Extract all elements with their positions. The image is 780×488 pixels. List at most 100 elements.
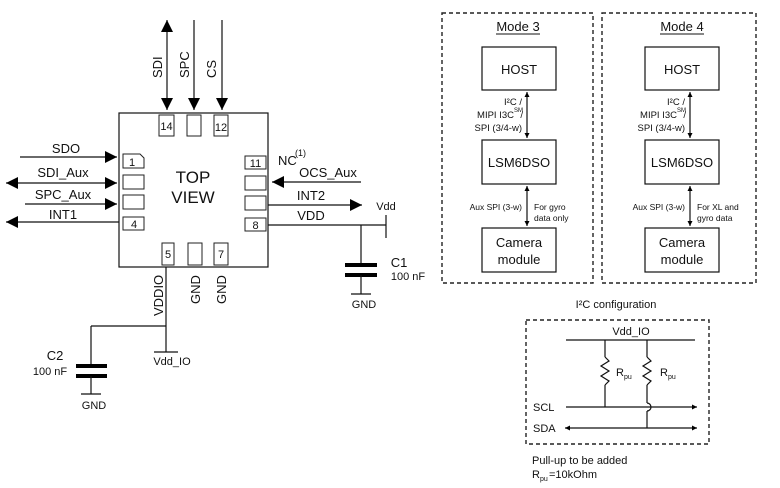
mode-4-frame [601, 12, 757, 284]
mode-3-bus-line1: I²C / [504, 97, 522, 108]
pin-14-number: 14 [160, 121, 172, 133]
pin-5-number: 5 [165, 249, 171, 261]
label-c2-gnd: GND [82, 400, 107, 412]
chip-body [118, 112, 269, 268]
mode-4-host-label: HOST [664, 62, 700, 77]
mode-4-bus-line1: I²C / [667, 97, 685, 108]
label-c1-gnd: GND [352, 299, 377, 311]
mode-3-panel: Mode 3 HOST I²C / MIPI I3C SM / SPI (3/4… [441, 12, 594, 284]
mode-4-bus-line3: SPI (3/4-w) [637, 123, 685, 134]
label-int2: INT2 [297, 188, 325, 203]
pin-14 [158, 114, 175, 137]
pin-2 [122, 174, 145, 190]
pin-10 [244, 175, 267, 191]
pin-4 [122, 216, 145, 231]
sda-label: SDA [533, 423, 556, 435]
chip-label-top: TOP [176, 168, 211, 187]
mode-4-title: Mode 4 [660, 19, 703, 34]
r2-resistor [641, 356, 653, 386]
i2c-note-line1: Pull-up to be added [532, 455, 627, 467]
pin-5 [161, 242, 175, 266]
r2-label-main: R [660, 367, 668, 379]
pinout-diagram: SDI SPC CS TOP VIEW 14 12 1 4 11 8 5 7 [6, 20, 425, 412]
pin-11 [244, 155, 267, 170]
pin-4-number: 4 [131, 219, 137, 231]
mode-3-bus-line2: MIPI I3C [477, 110, 514, 121]
mode-3-bus-line3: SPI (3/4-w) [474, 123, 522, 134]
mode-4-device-label: LSM6DSO [651, 155, 713, 170]
label-c2-value: 100 nF [33, 366, 68, 378]
mode-3-camera-box [481, 227, 557, 273]
i2c-note-line2-main: R [532, 469, 540, 481]
mode-4-bus-line2-text: MIPI I3C [640, 110, 677, 121]
mode-3-camera-line1: Camera [496, 235, 543, 250]
label-int1: INT1 [49, 207, 77, 222]
pin-7-number: 7 [218, 249, 224, 261]
pin-13 [186, 114, 202, 137]
mode-3-bus-line2-text: MIPI I3C [477, 110, 514, 121]
mode-3-bus-sup: SM [514, 108, 523, 114]
label-c1: C1 [391, 255, 408, 270]
label-sdo: SDO [52, 141, 80, 156]
r2-label: R [660, 367, 668, 379]
label-gnd-pin6: GND [188, 275, 203, 304]
pin-11-number: 11 [250, 158, 261, 170]
mode-4-device-box [644, 139, 720, 185]
mode-4-bus-slash: / [683, 110, 686, 121]
mode-4-aux-label: Aux SPI (3-w) [633, 202, 686, 212]
pin-6 [187, 242, 203, 266]
r2-label-sub: pu [668, 374, 676, 381]
mode-4-host-box [644, 46, 720, 91]
pin-12 [213, 114, 229, 137]
mode-3-bus-slash: / [520, 110, 523, 121]
mode-3-device-box [481, 139, 557, 185]
mode-4-camera-box [644, 227, 720, 273]
mode-3-aux-label: Aux SPI (3-w) [470, 202, 523, 212]
label-sdi-aux: SDI_Aux [37, 165, 89, 180]
label-vddio: VDDIO [151, 275, 166, 316]
label-ocs-aux: OCS_Aux [299, 165, 357, 180]
i2c-rail-label: Vdd_IO [612, 326, 650, 338]
label-nc: NC [278, 153, 297, 168]
pin-1 [122, 153, 145, 169]
mode-3-host-label: HOST [501, 62, 537, 77]
i2c-note-line2-sub: pu [540, 476, 548, 483]
chip-label-view: VIEW [171, 188, 214, 207]
label-spc: SPC [177, 51, 192, 78]
mode-3-frame [441, 12, 594, 284]
label-c1-value: 100 nF [391, 271, 426, 283]
i2c-title: I²C configuration [576, 299, 657, 311]
pin-3 [122, 194, 145, 210]
label-vdd-io-rail: Vdd_IO [153, 356, 191, 368]
pin-12-number: 12 [215, 122, 227, 134]
label-cs: CS [204, 60, 219, 78]
i2c-note-line2-rest: =10kOhm [549, 469, 597, 481]
r1-label-main: R [616, 367, 624, 379]
label-sdi: SDI [150, 56, 165, 78]
r1-label-sub: pu [624, 374, 632, 381]
mode-3-title: Mode 3 [496, 19, 539, 34]
mode-3-device-label: LSM6DSO [488, 155, 550, 170]
mode-4-camera-line1: Camera [659, 235, 706, 250]
mode-4-aux-note-1: For XL and [697, 202, 739, 212]
label-spc-aux: SPC_Aux [35, 187, 92, 202]
label-c2: C2 [47, 348, 64, 363]
pin-9 [244, 195, 267, 211]
pin-8 [244, 217, 267, 232]
label-gnd-pin7: GND [214, 275, 229, 304]
r1-label: R [616, 367, 624, 379]
mode-3-aux-note-1: For gyro [534, 202, 566, 212]
mode-4-camera-line2: module [661, 252, 704, 267]
mode-4-panel: Mode 4 HOST I²C / MIPI I3C SM / SPI (3/4… [601, 12, 757, 284]
label-vdd-rail: Vdd [376, 201, 396, 213]
mode-4-bus-line2: MIPI I3C [640, 110, 677, 121]
scl-label: SCL [533, 402, 554, 414]
r1-resistor [599, 356, 611, 386]
mode-3-aux-note-2: data only [534, 213, 569, 223]
i2c-config-panel: I²C configuration Vdd_IO R pu R pu SCL S… [525, 299, 710, 483]
pin-8-number: 8 [252, 220, 258, 232]
label-nc-note: (1) [295, 148, 306, 158]
label-vdd: VDD [297, 208, 324, 223]
pin-1-number: 1 [129, 157, 135, 169]
